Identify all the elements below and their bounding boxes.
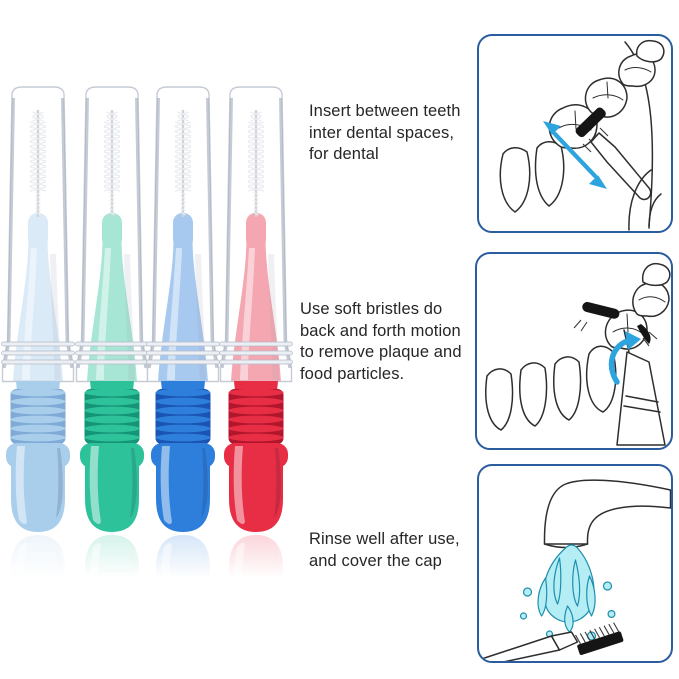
- text-line: and cover the cap: [309, 551, 442, 570]
- brush-handle: [85, 535, 139, 593]
- cap-rings: [1, 341, 75, 365]
- interdental-brush-graphic: [156, 535, 210, 593]
- brush-reflection: [146, 535, 220, 593]
- instruction-text-rinse: Rinse well after use, and cover the cap: [309, 529, 481, 572]
- instruction-panel-insert: [477, 34, 673, 233]
- water-stream-icon: [519, 544, 616, 641]
- instruction-text-motion: Use soft bristles do back and forth moti…: [300, 299, 478, 385]
- text-line: food particles.: [300, 364, 405, 383]
- brush-head-icon: [575, 622, 624, 656]
- teeth-insert-illustration: [499, 39, 665, 231]
- text-line: for dental: [309, 145, 379, 163]
- interdental-brush-graphic: [219, 86, 293, 532]
- brush-reflection: [1, 535, 75, 593]
- text-line: to remove plaque and: [300, 343, 462, 361]
- interdental-brush-graphic: [229, 535, 283, 593]
- interdental-brush-graphic: [85, 535, 139, 593]
- double-arrow-icon: [552, 131, 598, 179]
- text-line: back and forth motion: [300, 321, 461, 340]
- interdental-brush-graphic: [75, 86, 149, 532]
- brush-handle: [229, 535, 283, 593]
- brush-head-icon: [582, 301, 620, 319]
- interdental-brushes-photo: [1, 86, 297, 666]
- interdental-brush-light-blue: [1, 86, 75, 646]
- faucet-rinse-illustration: [480, 479, 671, 661]
- brush-reflection: [219, 535, 293, 593]
- interdental-brush-graphic: [146, 86, 220, 532]
- rotation-arrow-icon: [608, 338, 630, 385]
- text-line: Rinse well after use,: [309, 530, 460, 548]
- instruction-text-insert: Insert between teeth inter dental spaces…: [309, 101, 477, 166]
- brush-reflection: [75, 535, 149, 593]
- cap-rings: [219, 341, 293, 365]
- interdental-brush-red: [219, 86, 293, 646]
- cap-rings: [146, 341, 220, 365]
- brush-handle-icon: [480, 635, 561, 661]
- brush-handle: [6, 381, 70, 532]
- clear-cap: [146, 86, 220, 383]
- clear-cap: [1, 86, 75, 383]
- brush-handle-icon: [590, 132, 652, 201]
- instruction-panel-rinse: [477, 464, 673, 663]
- brush-handle: [156, 535, 210, 593]
- text-line: inter dental spaces,: [309, 123, 455, 142]
- brush-handle: [151, 381, 215, 532]
- instruction-panel-motion: [475, 252, 673, 450]
- teeth-motion-illustration: [485, 262, 671, 446]
- text-line: Use soft bristles do: [300, 300, 443, 318]
- text-line: Insert between teeth: [309, 102, 461, 120]
- interdental-brush-blue: [146, 86, 220, 646]
- interdental-brush-graphic: [1, 86, 75, 532]
- brush-handle: [11, 535, 65, 593]
- brush-handle: [80, 381, 144, 532]
- brush-head-icon: [575, 107, 606, 138]
- clear-cap: [75, 86, 149, 383]
- brush-handle: [224, 381, 288, 532]
- clear-cap: [219, 86, 293, 383]
- interdental-brush-green: [75, 86, 149, 646]
- interdental-brush-graphic: [11, 535, 65, 593]
- cap-rings: [75, 341, 149, 365]
- faucet-icon: [543, 479, 671, 545]
